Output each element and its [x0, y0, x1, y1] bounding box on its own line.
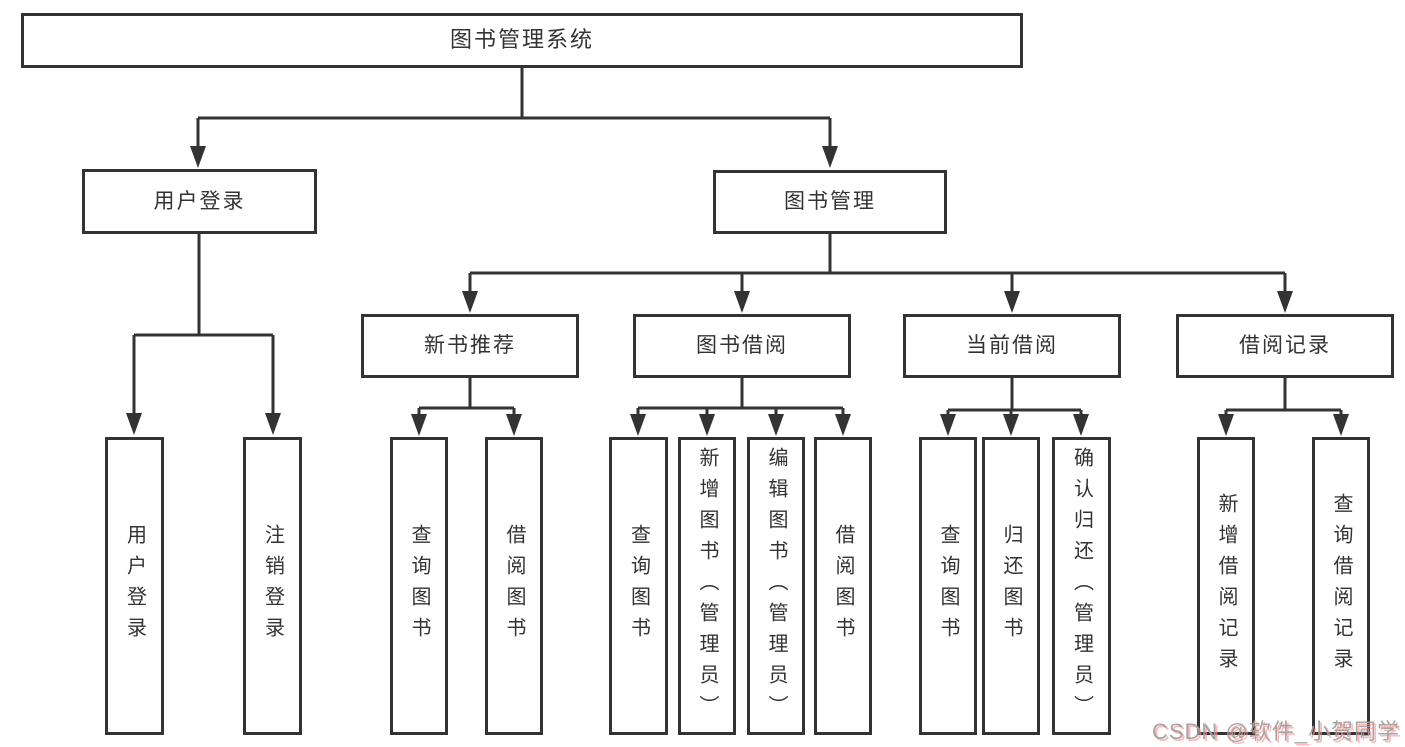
node-book-management: 图书管理 [713, 170, 947, 234]
leaf-recommend-query-books: 查询图书 [390, 437, 448, 735]
leaf-records-query-record: 查询借阅记录 [1312, 437, 1370, 735]
node-user-login: 用户登录 [82, 169, 317, 234]
node-borrowing-records: 借阅记录 [1176, 314, 1394, 378]
arrowheads [126, 146, 1349, 436]
leaf-current-query-books: 查询图书 [919, 437, 977, 735]
leaf-borrowing-borrow-books: 借阅图书 [814, 437, 872, 735]
leaf-current-confirm-return-admin: 确认归还（管理员） [1052, 437, 1111, 735]
leaf-borrowing-add-book-admin: 新增图书（管理员） [678, 437, 736, 735]
leaf-borrowing-query-books: 查询图书 [609, 437, 668, 735]
leaf-logout-login: 注销登录 [243, 437, 302, 735]
leaf-borrowing-edit-book-admin: 编辑图书（管理员） [747, 437, 805, 735]
leaf-user-login: 用户登录 [105, 437, 164, 735]
leaf-records-add-record: 新增借阅记录 [1197, 437, 1255, 735]
node-current-borrowing: 当前借阅 [903, 314, 1121, 378]
csdn-watermark: CSDN @软件_小贺同学 [1151, 719, 1400, 744]
node-book-borrowing: 图书借阅 [633, 314, 851, 378]
node-new-book-recommendation: 新书推荐 [361, 314, 579, 378]
node-library-management-system: 图书管理系统 [21, 13, 1023, 68]
leaf-current-return-books: 归还图书 [982, 437, 1040, 735]
leaf-recommend-borrow-books: 借阅图书 [485, 437, 543, 735]
